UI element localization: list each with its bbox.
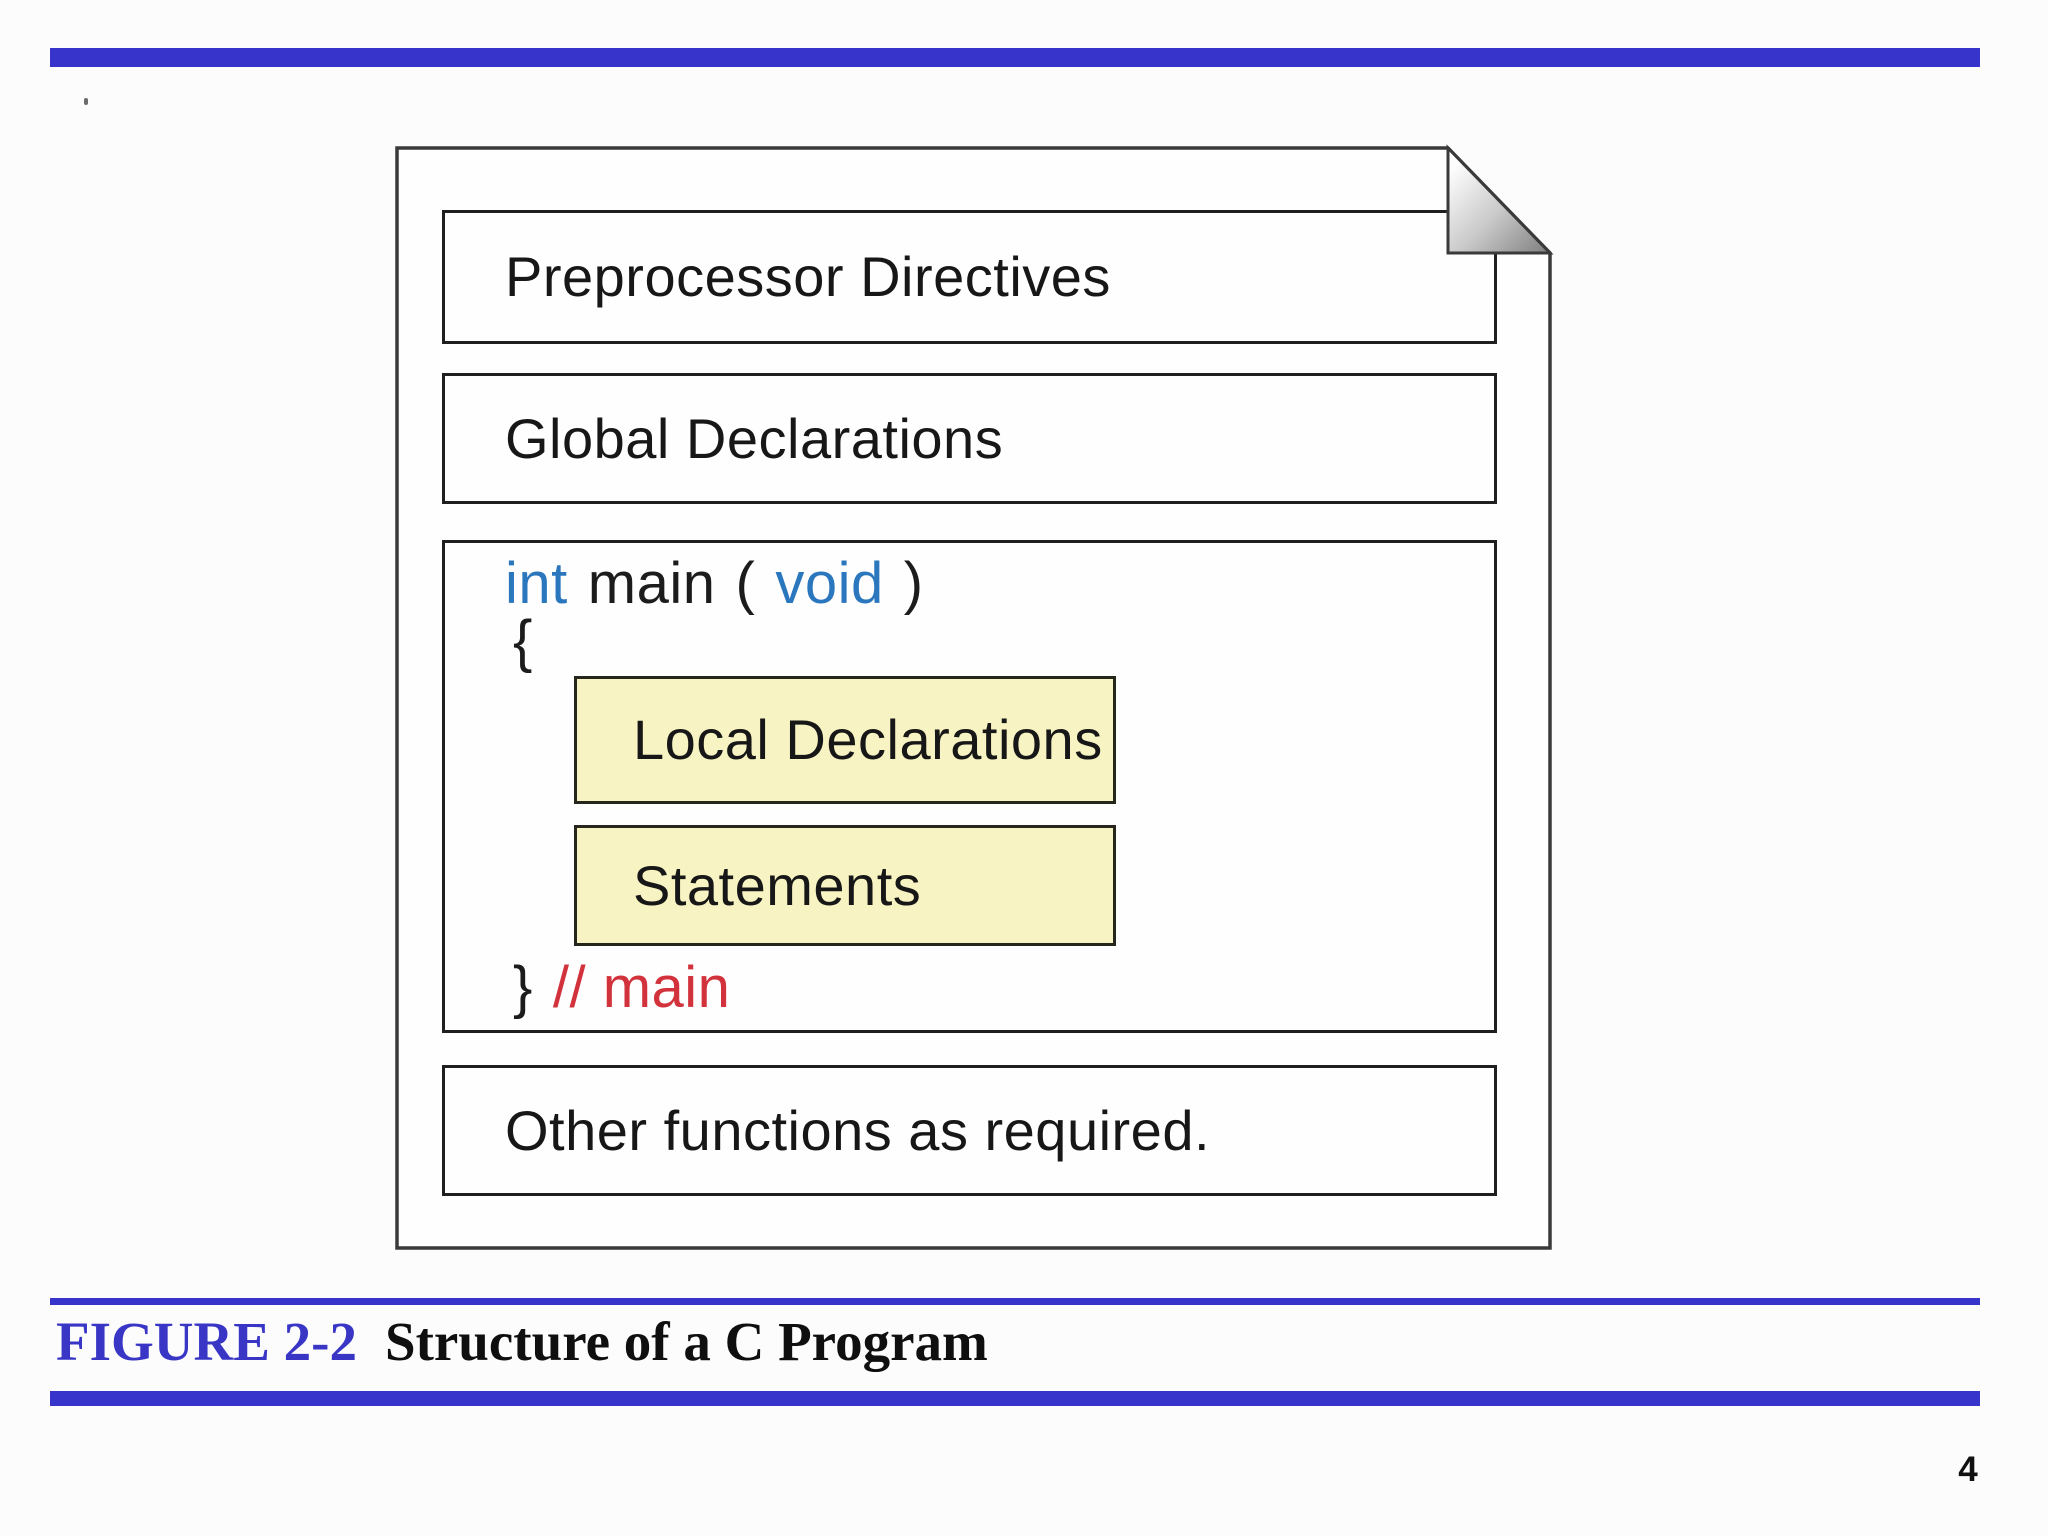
page-fold-triangle <box>1446 144 1554 255</box>
page-fold-icon <box>1446 144 1554 255</box>
close-brace-line: } // main <box>513 955 730 1022</box>
figure-title: Structure of a C Program <box>384 1311 988 1372</box>
caption-top-rule <box>50 1298 1980 1305</box>
local-declarations-box: Local Declarations <box>574 676 1116 804</box>
global-declarations-label: Global Declarations <box>505 406 1004 470</box>
caption-bottom-rule <box>50 1391 1980 1406</box>
brace-close: } <box>513 955 533 1020</box>
brace-open: { <box>513 609 533 674</box>
statements-label: Statements <box>633 853 922 917</box>
preprocessor-directives-box: Preprocessor Directives <box>442 210 1497 344</box>
figure-label: FIGURE 2-2 <box>56 1311 357 1372</box>
open-brace-line: { <box>513 609 533 676</box>
function-name: main <box>587 551 716 616</box>
statements-box: Statements <box>574 825 1116 946</box>
page-number: 4 <box>1958 1450 1978 1489</box>
keyword-void: void <box>775 551 884 616</box>
paren-close: ) <box>903 551 924 616</box>
top-accent-bar <box>50 48 1980 67</box>
global-declarations-box: Global Declarations <box>442 373 1497 504</box>
main-comment: // main <box>552 955 731 1020</box>
stray-dot <box>84 98 88 105</box>
local-declarations-label: Local Declarations <box>633 708 1103 771</box>
main-signature: int main ( void ) <box>505 551 924 618</box>
paren-open: ( <box>735 551 756 616</box>
other-functions-box: Other functions as required. <box>442 1065 1497 1196</box>
main-function-box: int main ( void ) { Local Declarations S… <box>442 540 1497 1033</box>
preprocessor-directives-label: Preprocessor Directives <box>505 245 1111 308</box>
figure-caption: FIGURE 2-2 Structure of a C Program <box>56 1314 988 1369</box>
keyword-int: int <box>505 551 568 616</box>
other-functions-label: Other functions as required. <box>505 1098 1211 1162</box>
